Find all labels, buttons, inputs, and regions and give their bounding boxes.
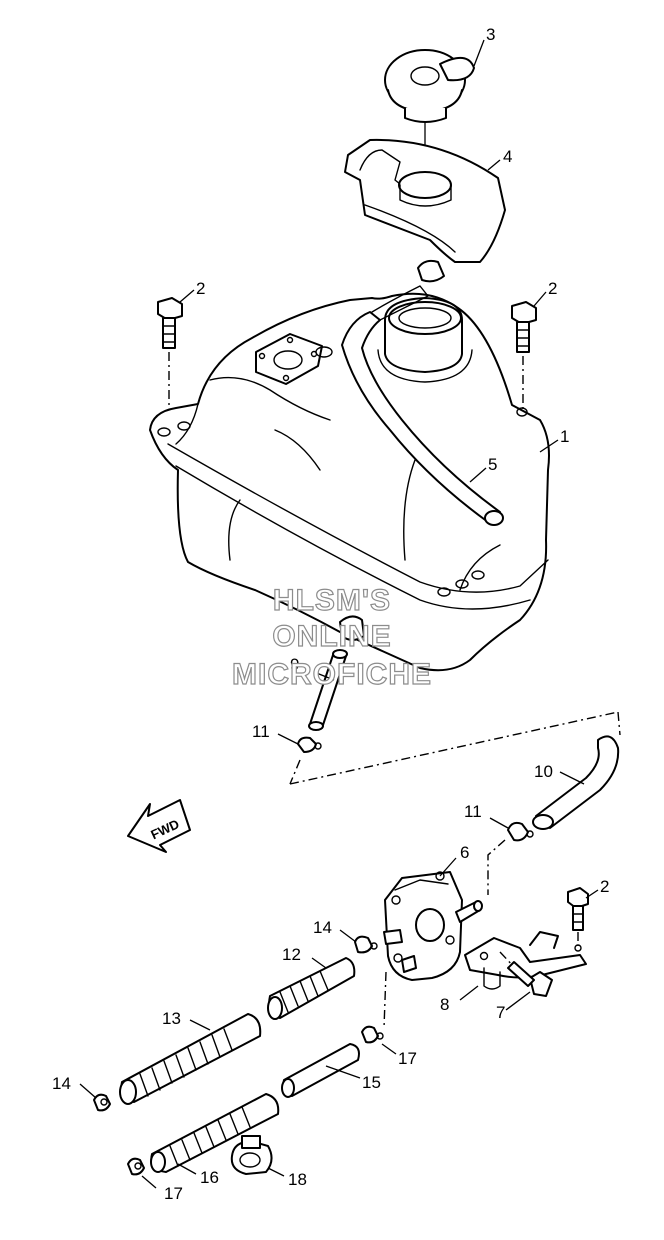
callout-11-lower: 11 [464,802,482,821]
fuel-hose-plain [281,1043,360,1098]
hose-clip-14-upper [354,935,378,954]
fuel-hose-long [119,1013,262,1105]
bolt-bracket [507,961,553,997]
fuel-pump [383,871,483,981]
callout-3: 3 [486,25,495,44]
callout-14-lower: 14 [52,1074,71,1093]
callout-12: 12 [282,945,301,964]
hose-clip-17-upper [361,1025,384,1044]
callout-14-upper: 14 [313,918,332,937]
outlet-hose [308,649,348,731]
callout-11-upper: 11 [252,722,270,741]
bolt-lower [567,887,589,931]
bolt-left [157,297,183,349]
callout-13: 13 [162,1009,181,1028]
callout-4: 4 [503,147,512,166]
hose-clip-14-lower [93,1093,111,1112]
callout-1: 1 [560,427,569,446]
callout-6: 6 [460,843,469,862]
leader-lines [79,39,599,1189]
fuel-tank [149,292,550,672]
callout-10: 10 [534,762,553,781]
fuel-cap [384,49,475,123]
callout-17-upper: 17 [398,1049,417,1068]
callout-16: 16 [200,1168,219,1187]
tank-cover-tray [344,138,506,283]
callout-8: 8 [440,995,449,1014]
breather-hose [341,285,504,526]
fuel-hose-lower [150,1093,280,1173]
hose-holder [230,1135,273,1175]
callout-labels: 3 4 2 2 1 5 9 11 10 11 6 2 14 12 13 8 7 … [52,25,609,1203]
callout-15: 15 [362,1073,381,1092]
watermark: HLSM'S ONLINE MICROFICHE [231,583,432,691]
callout-17-lower: 17 [164,1184,183,1203]
watermark-line-1: HLSM'S [273,584,391,617]
hose-clip-17-lower [127,1157,145,1176]
watermark-line-2: ONLINE [272,620,391,653]
callout-2-left: 2 [196,279,205,298]
hose-clip-upper [297,736,322,753]
callout-2-right: 2 [548,279,557,298]
callout-2-lower: 2 [600,877,609,896]
hose-clip-lower [507,821,534,842]
bolt-right [511,301,537,353]
callout-9: 9 [290,655,299,674]
callout-7: 7 [496,1003,505,1022]
vacuum-hose [532,735,620,830]
callout-18: 18 [288,1170,307,1189]
callout-5: 5 [488,455,497,474]
mounting-bracket [464,931,587,990]
forward-direction-arrow: FWD [127,799,191,853]
fuel-hose-short [267,957,356,1020]
watermark-line-3: MICROFICHE [232,658,432,691]
